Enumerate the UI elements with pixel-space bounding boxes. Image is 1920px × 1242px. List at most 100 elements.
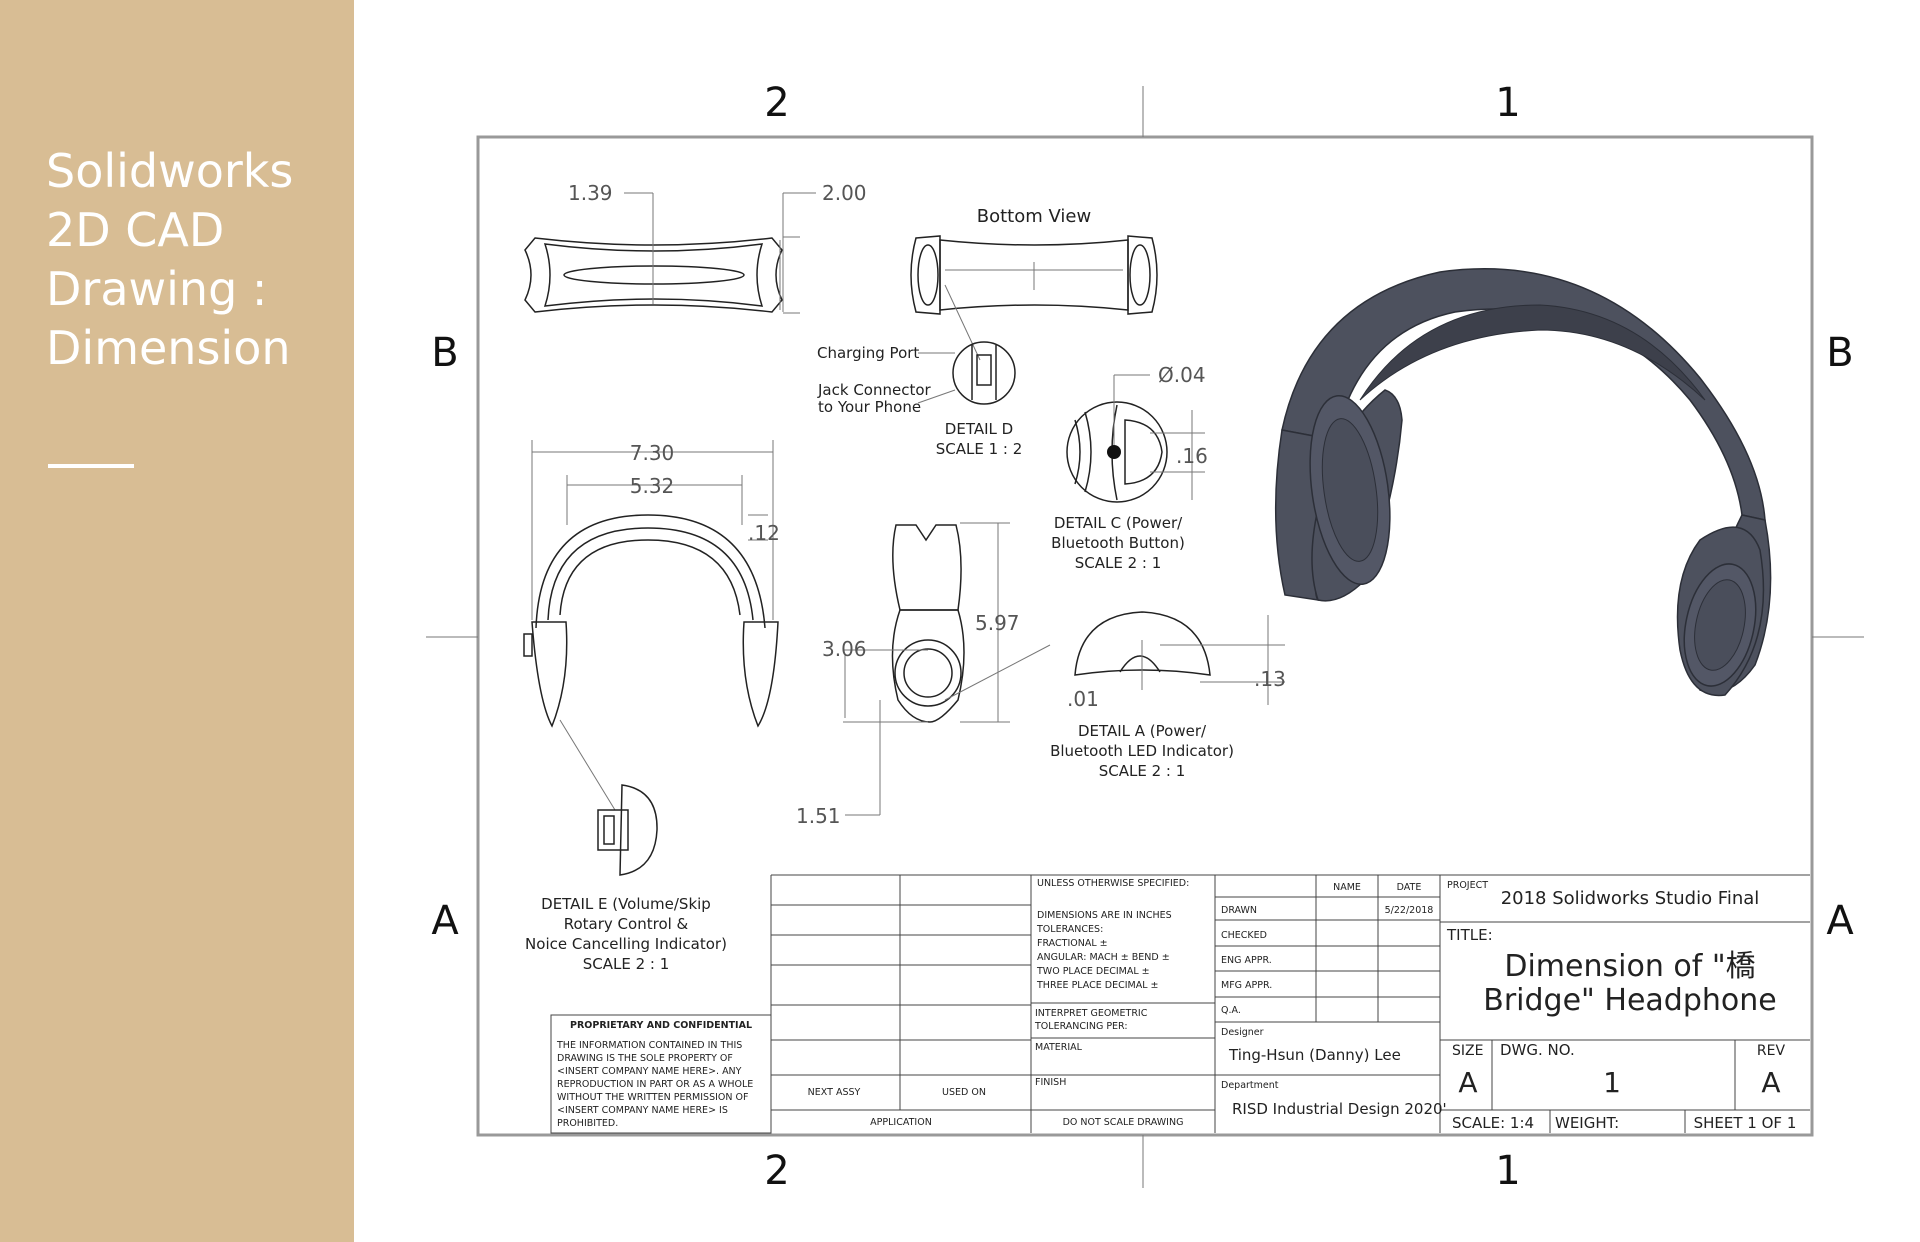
sidebar-title: Solidworks 2D CAD Drawing : Dimension [46, 142, 346, 378]
zone-row-label: B [431, 330, 458, 376]
detail-d: Charging Port Jack Connector to Your Pho… [817, 341, 1023, 458]
dimension-label: 5.32 [630, 474, 675, 498]
top-view: 1.39 2.00 [524, 181, 867, 314]
zone-row-label: A [1826, 898, 1854, 944]
detail-a-label: Bluetooth LED Indicator) [1050, 742, 1234, 760]
weight-label: WEIGHT: [1555, 1114, 1619, 1132]
rev-value: A [1761, 1066, 1780, 1099]
jack-connector-label: Jack Connector [817, 381, 932, 399]
dimension-label: 3.06 [822, 637, 867, 661]
rev-label: REV [1757, 1043, 1786, 1059]
department-name: RISD Industrial Design 2020' [1232, 1100, 1447, 1118]
side-view: 5.97 3.06 1.51 [796, 522, 1051, 828]
zone-row-label: A [431, 898, 459, 944]
bottom-view-label: Bottom View [977, 206, 1091, 227]
detail-d-label: DETAIL D [945, 420, 1013, 438]
sidebar: Solidworks 2D CAD Drawing : Dimension [0, 0, 354, 1242]
dimension-label: .12 [748, 521, 780, 545]
dimension-label: .13 [1254, 667, 1286, 691]
detail-c-scale: SCALE 2 : 1 [1075, 554, 1162, 572]
charging-port-label: Charging Port [817, 344, 919, 362]
zone-col-label: 1 [1495, 1148, 1520, 1194]
application-label: APPLICATION [870, 1117, 932, 1128]
next-assy-label: NEXT ASSY [808, 1087, 861, 1098]
do-not-scale-label: DO NOT SCALE DRAWING [1063, 1117, 1184, 1128]
drawn-date: 5/22/2018 [1385, 905, 1434, 916]
jack-connector-label: to Your Phone [818, 398, 921, 416]
drawn-label: DRAWN [1221, 905, 1257, 916]
mfg-appr-label: MFG APPR. [1221, 980, 1272, 991]
dwg-no-value: 1 [1603, 1066, 1621, 1099]
headphone-isometric-render [1274, 268, 1772, 697]
dimension-label: 5.97 [975, 611, 1020, 635]
detail-a-label: DETAIL A (Power/ [1078, 722, 1207, 740]
department-label: Department [1221, 1080, 1279, 1091]
proprietary-line: THE INFORMATION CONTAINED IN THIS [556, 1040, 742, 1051]
dimension-label: Ø.04 [1158, 363, 1206, 387]
dimension-label: 1.39 [568, 181, 613, 205]
detail-e: DETAIL E (Volume/Skip Rotary Control & N… [525, 784, 727, 973]
detail-c-label: Bluetooth Button) [1051, 534, 1185, 552]
finish-label: FINISH [1035, 1077, 1066, 1088]
cad-drawing-sheet: 2 1 2 1 B B A A 1.39 2.00 Bottom View [426, 80, 1864, 1194]
drawing-title: Bridge" Headphone [1483, 983, 1776, 1018]
tolerance-note: THREE PLACE DECIMAL ± [1036, 980, 1159, 991]
designer-name: Ting-Hsun (Danny) Lee [1228, 1046, 1401, 1064]
detail-a: .13 .01 DETAIL A (Power/ Bluetooth LED I… [1050, 611, 1286, 780]
date-column-header: DATE [1397, 882, 1422, 893]
sheet-label: SHEET 1 OF 1 [1694, 1114, 1797, 1132]
sidebar-title-line: 2D CAD [46, 203, 225, 257]
dimension-label: .01 [1067, 687, 1099, 711]
detail-d-scale: SCALE 1 : 2 [936, 440, 1023, 458]
bottom-view: Bottom View [910, 206, 1158, 361]
material-label: MATERIAL [1035, 1042, 1083, 1053]
interpret-note: INTERPRET GEOMETRIC [1035, 1008, 1148, 1019]
proprietary-line: <INSERT COMPANY NAME HERE> IS [557, 1105, 728, 1116]
project-label: PROJECT [1447, 880, 1488, 891]
detail-e-scale: SCALE 2 : 1 [583, 955, 670, 973]
scale-label: SCALE: 1:4 [1452, 1114, 1534, 1132]
zone-col-label: 2 [764, 1148, 789, 1194]
qa-label: Q.A. [1221, 1005, 1241, 1016]
checked-label: CHECKED [1221, 930, 1267, 941]
size-label: SIZE [1452, 1043, 1483, 1059]
dimension-label: .16 [1176, 444, 1208, 468]
zone-col-label: 1 [1495, 80, 1520, 126]
title-label: TITLE: [1446, 926, 1493, 944]
unless-specified-label: UNLESS OTHERWISE SPECIFIED: [1037, 878, 1189, 889]
dimension-label: 7.30 [630, 441, 675, 465]
detail-a-scale: SCALE 2 : 1 [1099, 762, 1186, 780]
interpret-note: TOLERANCING PER: [1034, 1021, 1128, 1032]
tolerance-note: FRACTIONAL ± [1037, 938, 1108, 949]
sidebar-title-line: Dimension [46, 321, 291, 375]
tolerance-note: TWO PLACE DECIMAL ± [1036, 966, 1150, 977]
tolerance-note: ANGULAR: MACH ± BEND ± [1037, 952, 1170, 963]
tolerance-note: TOLERANCES: [1036, 924, 1103, 935]
detail-e-label: DETAIL E (Volume/Skip [541, 895, 711, 913]
eng-appr-label: ENG APPR. [1221, 955, 1272, 966]
detail-c-label: DETAIL C (Power/ [1054, 514, 1183, 532]
dwg-no-label: DWG. NO. [1500, 1041, 1575, 1059]
designer-label: Designer [1221, 1027, 1264, 1038]
drawing-title: Dimension of "橋 [1504, 949, 1755, 984]
proprietary-line: <INSERT COMPANY NAME HERE>. ANY [557, 1066, 742, 1077]
sheet-border [476, 135, 1814, 1137]
name-column-header: NAME [1333, 882, 1361, 893]
zone-row-label: B [1826, 330, 1853, 376]
proprietary-line: WITHOUT THE WRITTEN PERMISSION OF [557, 1092, 748, 1103]
tolerance-note: DIMENSIONS ARE IN INCHES [1037, 910, 1172, 921]
front-view: 7.30 5.32 .12 [523, 440, 780, 811]
proprietary-line: DRAWING IS THE SOLE PROPERTY OF [557, 1053, 733, 1064]
dimension-label: 2.00 [822, 181, 867, 205]
detail-c: Ø.04 .16 DETAIL C (Power/ Bluetooth Butt… [1051, 363, 1208, 572]
detail-e-label: Rotary Control & [564, 915, 689, 933]
zone-col-label: 2 [764, 80, 789, 126]
used-on-label: USED ON [942, 1087, 986, 1098]
proprietary-title: PROPRIETARY AND CONFIDENTIAL [570, 1020, 752, 1031]
sidebar-divider [48, 464, 134, 468]
title-block: UNLESS OTHERWISE SPECIFIED: DIMENSIONS A… [550, 874, 1810, 1134]
size-value: A [1458, 1066, 1477, 1099]
sidebar-title-line: Drawing : [46, 262, 268, 316]
sidebar-title-line: Solidworks [46, 144, 294, 198]
proprietary-line: PROHIBITED. [557, 1118, 618, 1129]
